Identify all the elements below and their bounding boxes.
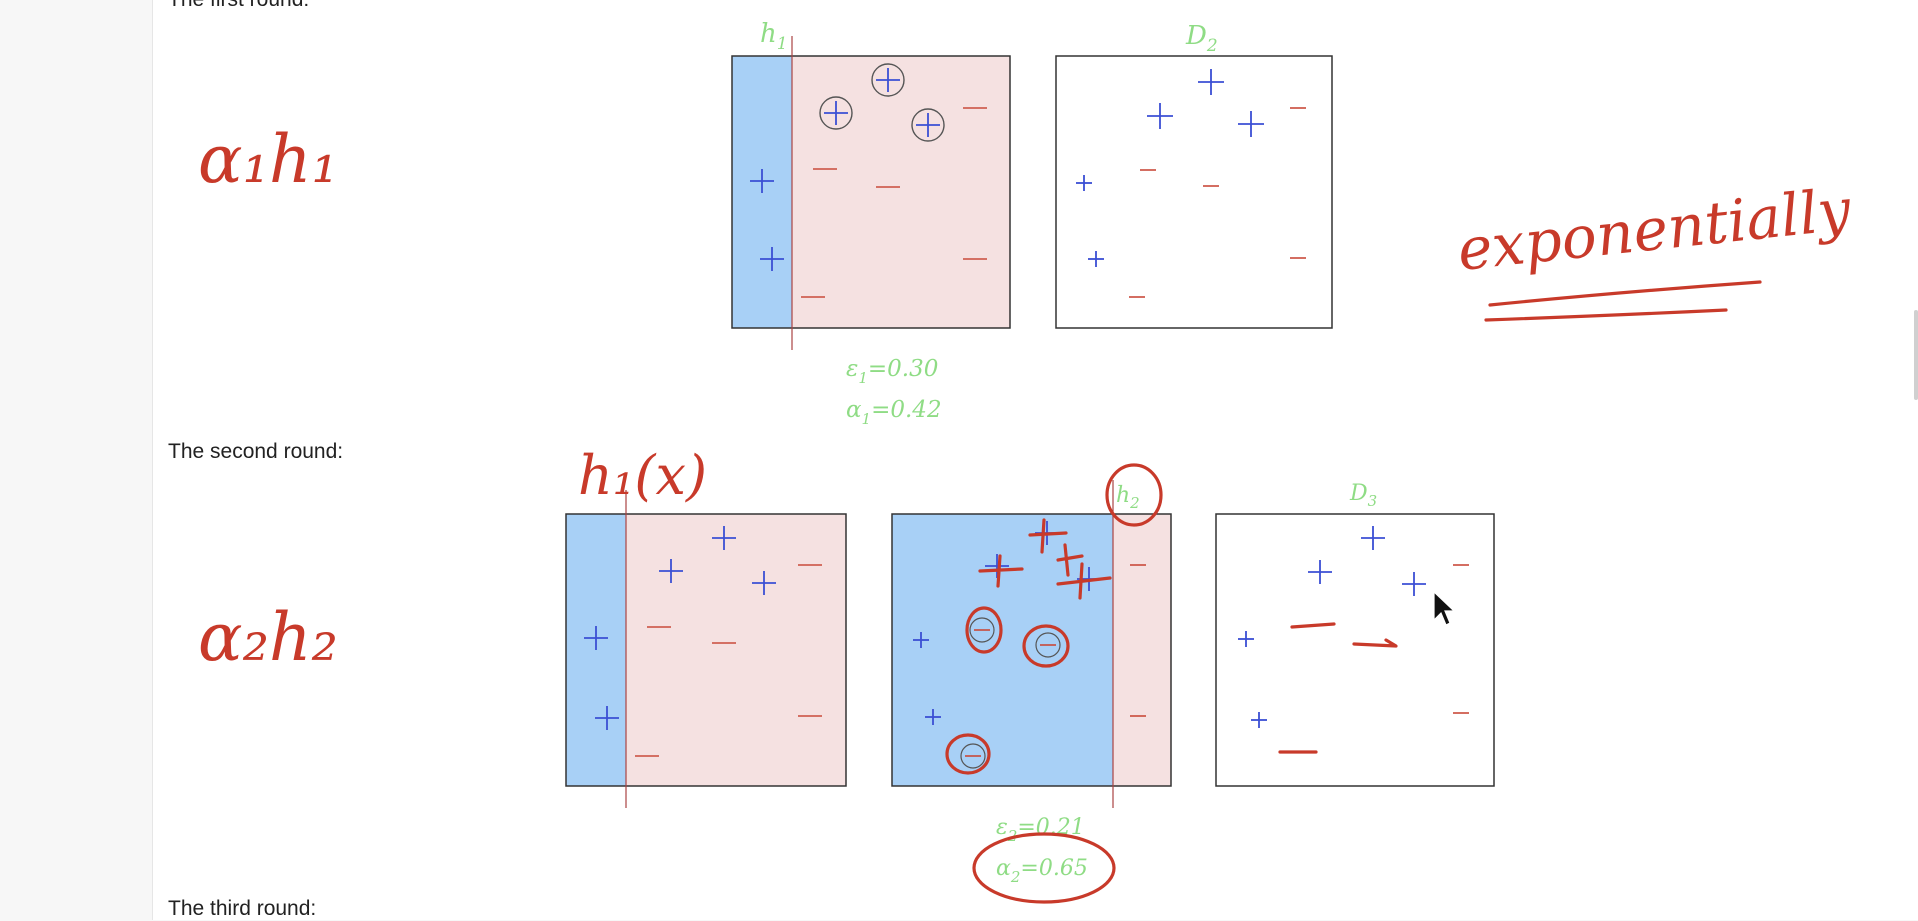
- round2-d3-panel: [1215, 513, 1495, 787]
- second-round-label: The second round:: [168, 440, 344, 463]
- misclassified-circle-1: [965, 606, 1003, 654]
- round1-d-label: D2: [1185, 21, 1218, 56]
- round1-alpha: α1=0.42: [846, 397, 942, 428]
- round2-alpha: α2=0.65: [996, 856, 1088, 886]
- round2-d-label: D3: [1349, 481, 1377, 510]
- round2-h1-panel: [565, 490, 847, 808]
- round1-d2-panel: [1055, 55, 1333, 329]
- round2-h-label: h2: [1116, 483, 1140, 512]
- ink-minus-marks: [1278, 622, 1398, 754]
- annotation-alpha1-h1: α₁h₁: [198, 121, 338, 198]
- misclassified-circle-3: [945, 733, 991, 775]
- round2-h2-panel: [891, 480, 1172, 808]
- alpha2-circle-ink: [972, 832, 1116, 904]
- annotation-alpha2-h2: α₂h₂: [198, 599, 338, 676]
- ink-plus-corrections: [978, 518, 1112, 600]
- h2-circle-ink: [1105, 463, 1163, 527]
- round2-epsilon: ε2=0.21: [996, 815, 1085, 845]
- annotation-exponentially: exponentially: [1454, 175, 1855, 284]
- misclassified-circle-2: [1022, 624, 1070, 668]
- exponentially-underline: [1484, 280, 1762, 322]
- scrollbar[interactable]: [1914, 310, 1918, 400]
- annotation-h1-of-x: h₁(x): [578, 444, 707, 507]
- mouse-cursor: [1433, 590, 1456, 626]
- round1-h1-panel: [731, 36, 1011, 350]
- third-round-label: The third round:: [168, 897, 317, 920]
- round1-epsilon: ε1=0.30: [846, 356, 938, 387]
- round1-h-label: h1: [760, 19, 788, 54]
- first-round-label: The first round:: [168, 0, 309, 12]
